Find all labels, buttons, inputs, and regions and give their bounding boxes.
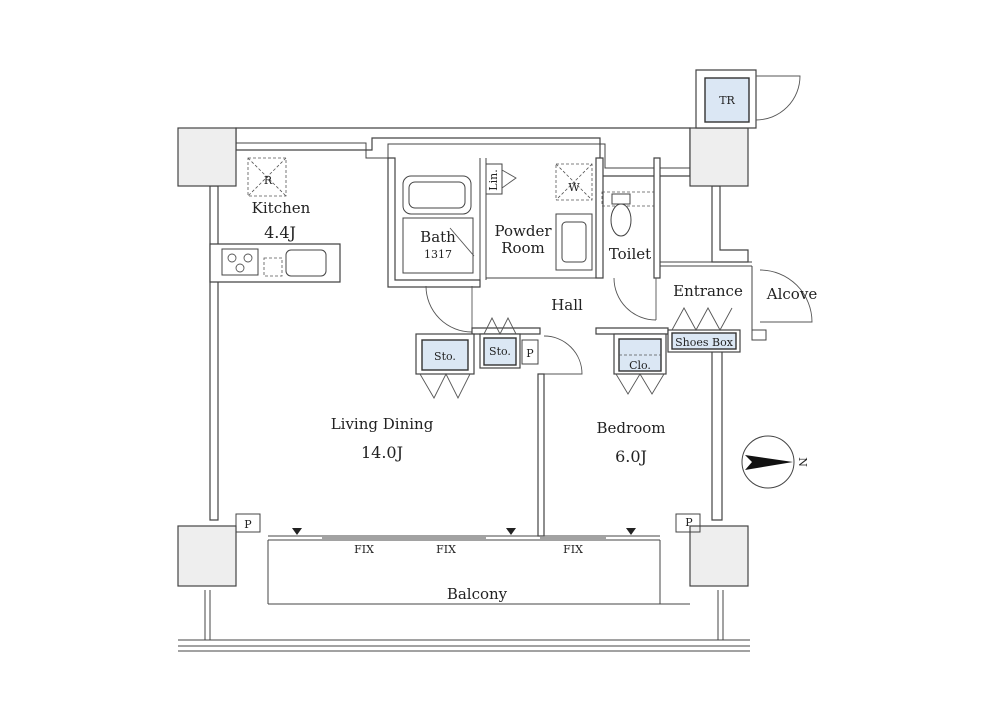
linen-label: Lin. <box>487 169 500 190</box>
storage-hall-label: Sto. <box>489 345 511 358</box>
entrance-area <box>660 261 813 353</box>
compass-north-label: N <box>796 457 809 467</box>
closet <box>613 333 667 395</box>
storage-hall <box>479 316 521 369</box>
fix-window-label-1: FIX <box>354 543 374 556</box>
entrance-label: Entrance <box>673 282 743 300</box>
closet-label: Clo. <box>629 359 651 372</box>
balcony-railing <box>178 540 750 652</box>
hall-label: Hall <box>551 296 583 314</box>
shoes-box-label: Shoes Box <box>675 336 734 349</box>
balcony-label: Balcony <box>447 585 508 603</box>
pillar-bottom-right <box>689 525 749 587</box>
pillar-bottom-left <box>177 525 237 587</box>
refrigerator-label: R <box>264 174 273 187</box>
powder-room-label-2: Room <box>501 239 545 257</box>
pillar-top-right <box>689 127 749 187</box>
kitchen-label: Kitchen <box>252 199 311 217</box>
storage-living-label: Sto. <box>434 350 456 363</box>
living-dining-label: Living Dining <box>331 415 434 433</box>
window-marker-2 <box>506 528 516 535</box>
pipe-shaft-hall-label: P <box>526 347 534 360</box>
pipe-shaft-right <box>675 513 701 533</box>
powder-room <box>479 158 598 287</box>
hall-area <box>425 277 669 335</box>
living-dining-area-label: 14.0J <box>361 443 403 462</box>
pipe-shaft-left-label: P <box>244 518 252 531</box>
fix-window-label-2: FIX <box>436 543 456 556</box>
washer-label: W <box>568 181 580 194</box>
storage-living <box>415 333 475 400</box>
bath-size-label: 1317 <box>424 248 452 261</box>
toilet-label: Toilet <box>609 245 651 263</box>
alcove-label: Alcove <box>766 285 818 303</box>
trunk-room <box>695 69 801 129</box>
kitchen-area <box>209 157 341 283</box>
pillar-top-left <box>177 127 237 187</box>
window-marker-1 <box>292 528 302 535</box>
bedroom-label: Bedroom <box>597 419 666 437</box>
north-arrow-icon <box>741 435 795 489</box>
window-marker-3 <box>626 528 636 535</box>
bedroom-door <box>543 335 583 375</box>
partition-living-bedroom <box>537 373 545 537</box>
trunk-room-label: TR <box>719 94 735 107</box>
toilet-room <box>595 157 661 279</box>
bedroom-area-label: 6.0J <box>615 447 647 466</box>
kitchen-area-label: 4.4J <box>264 223 296 242</box>
fix-window-label-3: FIX <box>563 543 583 556</box>
bath-room <box>387 157 481 288</box>
pipe-shaft-left <box>235 513 261 533</box>
pipe-shaft-hall <box>521 339 539 365</box>
powder-room-label-1: Powder <box>494 222 552 240</box>
pipe-shaft-right-label: P <box>685 516 693 529</box>
bath-label: Bath <box>420 228 456 246</box>
